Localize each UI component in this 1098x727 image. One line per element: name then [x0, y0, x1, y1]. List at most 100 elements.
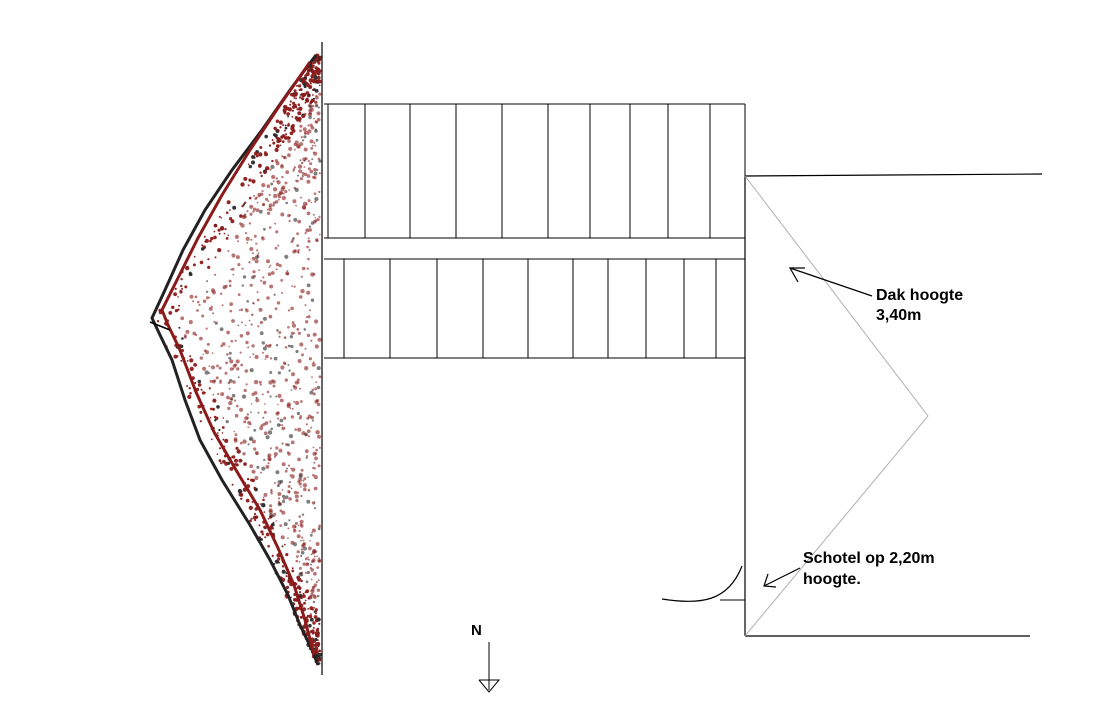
hedge-dot	[252, 210, 255, 213]
hedge-dot	[269, 371, 273, 374]
hedge-dot	[274, 482, 276, 485]
hedge-dot	[296, 378, 300, 382]
hedge-dot	[290, 331, 295, 336]
hedge-dot	[281, 442, 284, 445]
hedge-dot	[301, 266, 306, 271]
hedge-dot	[234, 458, 238, 463]
hedge-dot	[306, 174, 311, 178]
hedge-dot	[304, 366, 309, 371]
hedge-dot	[290, 306, 294, 311]
hedge-dot	[244, 232, 248, 235]
hedge-dot	[217, 228, 221, 232]
hedge-dot	[313, 555, 316, 558]
hedge-dot	[317, 631, 320, 634]
hedge-dot	[270, 182, 274, 186]
hedge-dot	[294, 187, 299, 192]
hedge-dot	[211, 365, 215, 370]
hedge-dot	[290, 124, 295, 129]
hedge-dot	[312, 621, 316, 625]
hedge-dot	[301, 97, 305, 101]
hedge-dot	[295, 349, 299, 354]
hedge-dot	[214, 321, 218, 325]
hedge-dot	[295, 400, 300, 406]
hedge-dot	[306, 245, 309, 249]
hedge-dot	[276, 423, 281, 427]
hedge-dot	[259, 320, 263, 325]
hedge-dot	[278, 120, 283, 125]
hedge-dot	[241, 394, 247, 399]
hedge-dot	[290, 344, 294, 349]
hedge-dot	[228, 284, 232, 288]
hedge-dot	[304, 132, 307, 135]
hedge-tick	[149, 321, 171, 331]
hedge-dot	[318, 106, 320, 109]
hedge-dot	[312, 94, 314, 96]
hedge-dot	[204, 391, 206, 394]
hedge-dot	[308, 595, 313, 600]
hedge-dot	[280, 535, 285, 540]
hedge-dot	[272, 521, 275, 524]
hedge-dot	[229, 209, 231, 211]
hedge-dot	[307, 129, 312, 134]
hedge-dot	[287, 344, 291, 348]
hedge-dot	[241, 267, 244, 270]
hedge-dot	[194, 381, 197, 385]
hedge-dot	[229, 217, 233, 221]
hedge-dot	[299, 523, 303, 526]
hedge-dot	[263, 525, 267, 529]
hedge-dot	[272, 141, 276, 145]
hedge-dot	[313, 117, 315, 120]
hedge-dot	[245, 308, 248, 311]
hedge-dot	[237, 376, 240, 379]
hedge-dot	[246, 477, 250, 481]
hedge-dot	[310, 553, 313, 556]
hedge-dot	[201, 244, 204, 247]
hedge-dot	[203, 235, 206, 238]
hedge-dot	[209, 407, 213, 411]
hedge-dot	[200, 247, 205, 251]
hedge-dot	[304, 449, 309, 454]
hedge-dot	[296, 244, 300, 248]
hedge-dot	[216, 364, 219, 368]
hedge-dot	[239, 493, 244, 497]
hedge-dot	[314, 387, 318, 391]
hedge-dot	[244, 201, 247, 204]
hedge-dot	[242, 275, 247, 279]
hedge-dot	[246, 300, 249, 303]
hedge-dot	[281, 494, 286, 498]
hedge-dot	[298, 108, 301, 111]
hedge-dot	[275, 520, 278, 522]
hedge-dot	[287, 153, 291, 158]
hedge-dot	[309, 107, 314, 112]
hedge-dot	[284, 362, 287, 365]
hedge-dot	[306, 429, 311, 434]
hedge-dot	[315, 448, 319, 452]
hedge-dot	[283, 105, 286, 108]
hedge-dot	[229, 367, 234, 371]
hedge-dot	[229, 359, 234, 364]
hedge-dot	[296, 328, 300, 331]
hedge-dot	[263, 492, 268, 497]
hedge-dot	[303, 601, 306, 605]
hedge-dot	[307, 257, 310, 261]
hedge-dot	[297, 607, 300, 610]
hedge-dot	[199, 410, 203, 414]
hedge-dot	[268, 207, 273, 212]
hedge-dot	[233, 438, 238, 443]
hedge-dot	[309, 123, 313, 127]
hedge-dot	[311, 104, 315, 108]
hedge-dot	[302, 539, 305, 542]
hedge-dot	[212, 398, 217, 403]
hedge-dot	[253, 274, 256, 278]
hedge-dot	[243, 388, 247, 393]
hedge-dot	[300, 539, 302, 542]
hedge-dot	[296, 250, 300, 254]
hedge-dot	[222, 285, 227, 290]
hedge-dot	[275, 268, 278, 271]
hedge-dot	[238, 458, 243, 463]
hedge-dot	[297, 111, 302, 116]
hedge-dot	[277, 557, 281, 561]
hedge-dot	[269, 168, 272, 171]
hedge-dot	[292, 129, 296, 133]
hedge-dot	[311, 528, 316, 533]
